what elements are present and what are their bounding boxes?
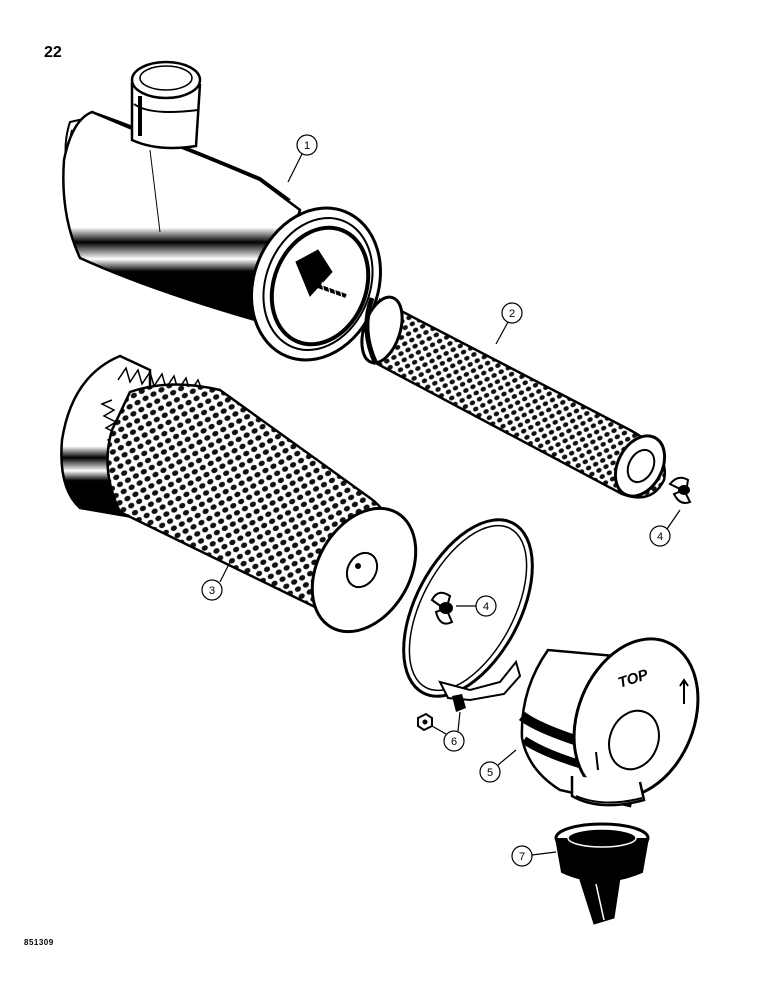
callout-7-label: 7 — [519, 851, 525, 863]
callout-3: 3 — [201, 561, 231, 601]
air-cleaner-housing — [62, 60, 382, 362]
dust-valve — [554, 822, 650, 925]
callout-4-upper: 4 — [649, 509, 681, 547]
callout-4-lower-label: 4 — [483, 601, 489, 613]
callout-4-upper-label: 4 — [657, 531, 663, 543]
callout-6-label: 6 — [451, 736, 457, 748]
callout-3-label: 3 — [209, 585, 215, 597]
inner-filter-element — [360, 295, 667, 499]
wing-nut-lower — [430, 591, 454, 625]
end-cover: TOP — [518, 637, 700, 808]
outer-filter-element — [60, 354, 418, 634]
callout-2: 2 — [495, 302, 523, 345]
callout-1-label: 1 — [304, 140, 310, 152]
page-number: 22 — [44, 44, 62, 61]
callout-7: 7 — [511, 845, 557, 867]
callout-4-lower: 4 — [456, 595, 497, 617]
clamp — [402, 518, 534, 732]
callout-5: 5 — [479, 749, 517, 783]
wing-nut-upper — [668, 476, 692, 504]
callout-1: 1 — [287, 134, 318, 183]
drawing-id: 851309 — [24, 938, 54, 947]
callout-5-label: 5 — [487, 767, 493, 779]
callout-6: 6 — [431, 711, 465, 752]
callout-2-label: 2 — [509, 308, 515, 320]
